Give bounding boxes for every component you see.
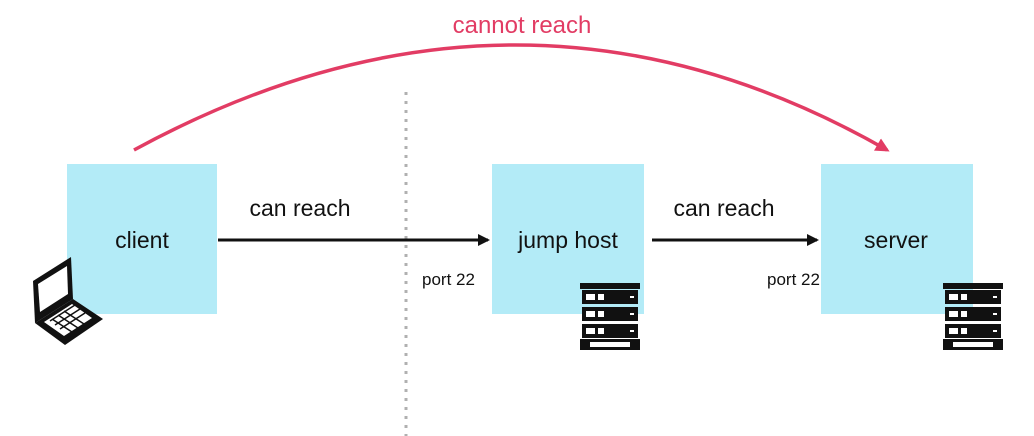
client-label: client — [115, 227, 169, 253]
client-to-jump-edge-label: can reach — [249, 195, 350, 221]
server-label: server — [864, 227, 928, 253]
client-box — [67, 164, 217, 314]
server-port-label: port 22 — [767, 270, 820, 289]
jump-host-label: jump host — [517, 227, 618, 253]
laptop-icon — [33, 257, 103, 345]
client-to-server-blocked-arrow — [133, 43, 890, 152]
client-to-server-edge-label: cannot reach — [453, 12, 592, 39]
server-rack-icon — [580, 283, 640, 350]
jump-host-port-label: port 22 — [422, 270, 475, 289]
jump-to-server-edge-label: can reach — [673, 195, 774, 221]
server-rack-icon — [943, 283, 1003, 350]
